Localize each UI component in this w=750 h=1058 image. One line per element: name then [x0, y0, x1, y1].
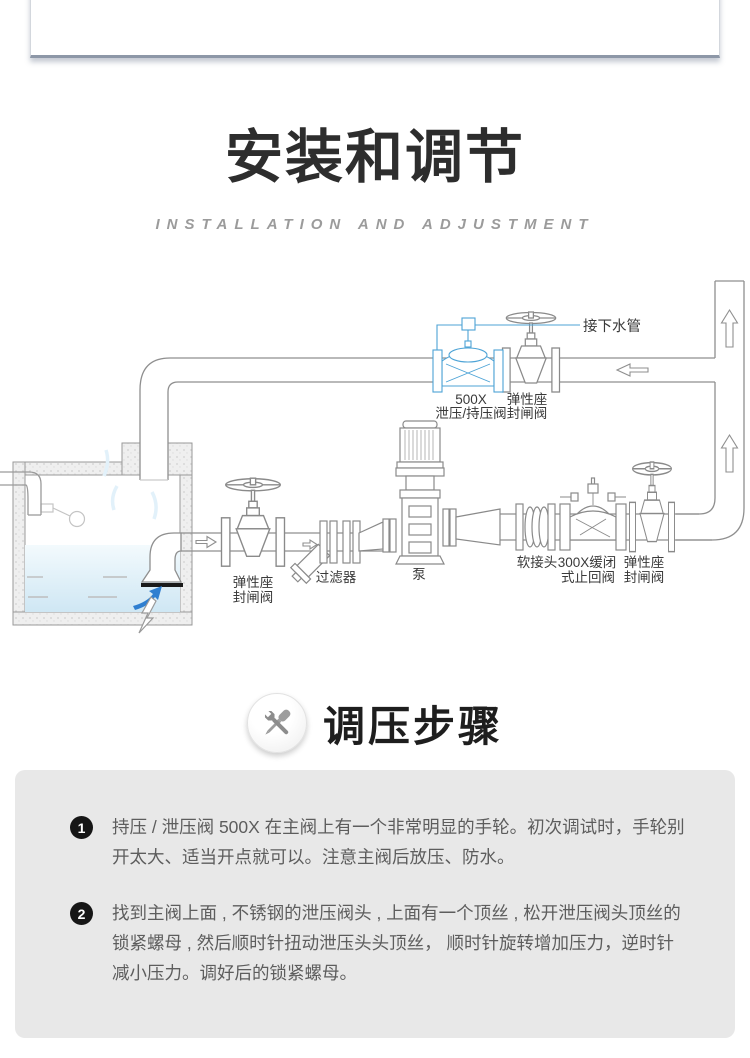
- pump: [358, 420, 501, 565]
- gate-valve-top: [501, 311, 561, 393]
- section-heading: 调压步骤: [0, 690, 750, 756]
- pipe-break-symbol: [138, 596, 157, 634]
- section-title: 调压步骤: [322, 702, 503, 750]
- label-gate-left-1: 弹性座: [233, 575, 274, 590]
- water-splash: [102, 449, 158, 520]
- step-item-1: 1 持压 / 泄压阀 500X 在主阀上有一个非常明显的手轮。初次调试时，手轮别…: [70, 812, 710, 872]
- label-gate-top-1: 弹性座: [507, 392, 548, 407]
- strainer-plate: [141, 583, 183, 587]
- step-number-badge: 1: [70, 816, 93, 839]
- y-strainer: [289, 520, 361, 585]
- tools-icon: [246, 693, 307, 753]
- step-number-badge: 2: [70, 902, 93, 925]
- diagram-labels: 接下水管 500X 泄压/持压阀 弹性座 封闸阀 弹性座 封闸阀 过滤器 泵 软…: [233, 318, 665, 605]
- check-valve-300x: [559, 477, 627, 551]
- top-pipe: [139, 357, 715, 481]
- label-500x-2: 泄压/持压阀: [435, 406, 506, 421]
- gate-valve-right: [628, 461, 676, 553]
- step-text: 持压 / 泄压阀 500X 在主阀上有一个非常明显的手轮。初次调试时，手轮别开太…: [112, 817, 685, 867]
- relief-valve-500x: [432, 317, 580, 393]
- label-gate-right-2: 封闸阀: [624, 570, 665, 585]
- label-pump: 泵: [412, 567, 426, 582]
- label-check-1: 300X缓闭: [558, 555, 617, 570]
- previous-section-card: [30, 0, 720, 58]
- suction-bell: [140, 532, 183, 587]
- step-text: 找到主阀上面 , 不锈钢的泄压阀头 , 上面有一个顶丝 , 松开泄压阀头顶丝的锁…: [112, 903, 681, 983]
- gate-valve-left: [220, 477, 286, 567]
- page-title: 安装和调节: [224, 125, 525, 190]
- flow-arrows: [195, 308, 739, 551]
- label-gate-top-2: 封闸阀: [507, 406, 548, 421]
- label-strainer: 过滤器: [316, 570, 357, 585]
- steps-panel: 1 持压 / 泄压阀 500X 在主阀上有一个非常明显的手轮。初次调试时，手轮别…: [15, 770, 735, 1038]
- label-connect-drain: 接下水管: [583, 318, 641, 335]
- flow-arrow-suction-blue: [133, 586, 162, 610]
- inlet-pipe: [0, 471, 42, 516]
- soft-joint: [515, 503, 556, 551]
- step-item-2: 2 找到主阀上面 , 不锈钢的泄压阀头 , 上面有一个顶丝 , 松开泄压阀头顶丝…: [70, 898, 710, 988]
- riser-pipe: [676, 280, 745, 541]
- piping-diagram: 接下水管 500X 泄压/持压阀 弹性座 封闸阀 弹性座 封闸阀 过滤器 泵 软…: [0, 280, 745, 634]
- label-gate-right-1: 弹性座: [624, 555, 665, 570]
- label-check-2: 式止回阀: [561, 570, 615, 585]
- page-subtitle: INSTALLATION AND ADJUSTMENT: [155, 216, 595, 233]
- water-marks: [27, 576, 127, 598]
- label-soft-joint: 软接头: [517, 554, 558, 570]
- label-500x-1: 500X: [455, 392, 487, 407]
- label-gate-left-2: 封闸阀: [233, 590, 274, 605]
- float-valve: [40, 503, 86, 528]
